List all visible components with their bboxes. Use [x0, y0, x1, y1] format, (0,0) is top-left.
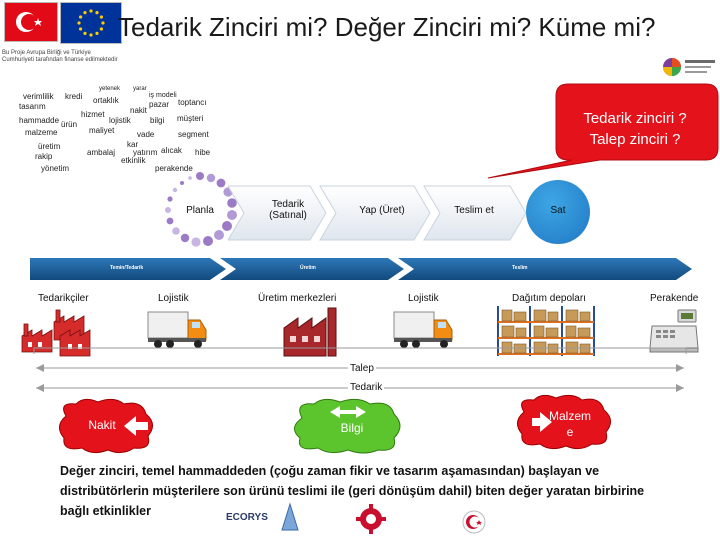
word-cloud-term: toptancı [178, 98, 207, 107]
word-cloud-term: yatırım [133, 148, 158, 157]
phase-delivery: Teslim [512, 265, 528, 271]
word-cloud-term: ambalaj [87, 148, 116, 157]
gear-logo [356, 504, 386, 534]
information-flow-blob [294, 398, 401, 454]
word-cloud-term: yarar [133, 86, 147, 92]
crescent-logo [462, 510, 486, 534]
word-cloud-term: verimlilik [23, 92, 54, 101]
ecorys-logo: ECORYS [226, 512, 268, 523]
step-plan: Planla [186, 205, 214, 216]
location-retail: Perakende [650, 293, 699, 304]
location-suppliers: Tedarikçiler [38, 293, 89, 304]
phase-bar [30, 258, 692, 280]
cash-register-icon [649, 309, 699, 353]
callout-line-demand: Talep zinciri ? [589, 131, 681, 148]
phase-sourcing: Temin/Tedarik [110, 265, 144, 271]
word-cloud-term: kredi [65, 92, 83, 101]
truck-icon [147, 311, 207, 348]
word-cloud: verimlilik kredi yetenek yarar iş modeli… [15, 86, 215, 176]
location-logistics-2: Lojistik [408, 293, 439, 304]
step-source-label: Tedarik [271, 199, 305, 210]
factory-icon [21, 309, 91, 357]
word-cloud-term: vade [137, 130, 155, 139]
word-cloud-term: yetenek [99, 86, 121, 92]
word-cloud-term: kar [127, 140, 139, 149]
word-cloud-term: rakip [35, 152, 53, 161]
funding-note: Bu Proje Avrupa Birliği ve Türkiye Cumhu… [2, 50, 118, 63]
step-sell: Sat [550, 205, 566, 216]
word-cloud-term: yönetim [41, 164, 70, 173]
material-flow-label: Malzem e [548, 409, 591, 439]
word-cloud-term: ürün [61, 120, 78, 129]
supply-arrow-label: Tedarik [348, 382, 385, 393]
word-cloud-term: alıcak [161, 146, 182, 155]
truck-icon [393, 311, 453, 348]
triangle-logo [281, 502, 299, 531]
turkey-flag-logo [4, 2, 58, 42]
demand-arrow-label: Talep [348, 363, 376, 374]
word-cloud-term: ortaklık [93, 96, 119, 105]
plan-cycle-icon [165, 172, 237, 247]
eu-flag-logo [60, 2, 122, 44]
word-cloud-term: tasarım [19, 102, 46, 111]
definition-text: Değer zinciri, temel hammaddeden (çoğu z… [60, 464, 645, 518]
word-cloud-term: hizmet [81, 110, 105, 119]
callout-bubble [487, 83, 719, 179]
material-flow-blob [517, 394, 611, 450]
word-cloud-term: hammadde [19, 116, 60, 125]
partner-logo [662, 52, 720, 82]
word-cloud-term: pazar [149, 100, 170, 109]
location-warehouses: Dağıtım depoları [512, 293, 586, 304]
step-sell-circle [526, 180, 590, 244]
process-chevrons [228, 185, 527, 241]
step-deliver: Teslim et [454, 205, 494, 216]
step-source: Tedarik (Satınal) [248, 199, 328, 221]
word-cloud-term: malzeme [25, 128, 58, 137]
cash-flow-label: Nakit [88, 418, 116, 432]
page-title: Tedarik Zinciri mi? Değer Zinciri mi? Kü… [118, 12, 656, 42]
cash-flow-blob [59, 398, 153, 454]
word-cloud-term: etkinlik [121, 156, 146, 165]
word-cloud-term: hibe [195, 148, 211, 157]
word-cloud-term: bilgi [150, 116, 165, 125]
information-flow-label: Bilgi [340, 421, 364, 435]
callout-text: Tedarik zinciri ? Talep zinciri ? [560, 108, 710, 150]
word-cloud-term: müşteri [177, 114, 204, 123]
word-cloud-term: segment [178, 130, 209, 139]
word-cloud-term: lojistik [109, 116, 131, 125]
step-make: Yap (Üret) [359, 205, 405, 216]
word-cloud-term: perakende [155, 164, 193, 173]
callout-line-supply: Tedarik zinciri ? [583, 110, 687, 127]
location-production: Üretim merkezleri [258, 293, 337, 304]
word-cloud-term: maliyet [89, 126, 115, 135]
step-source-sublabel: (Satınal) [269, 210, 307, 221]
word-cloud-term: üretim [38, 142, 61, 151]
location-logistics-1: Lojistik [158, 293, 189, 304]
production-factory-icon [283, 307, 337, 357]
word-cloud-term: iş modeli [149, 92, 177, 99]
warehouse-icon [497, 306, 595, 356]
phase-production: Üretim [300, 265, 316, 271]
word-cloud-term: nakit [130, 106, 147, 115]
